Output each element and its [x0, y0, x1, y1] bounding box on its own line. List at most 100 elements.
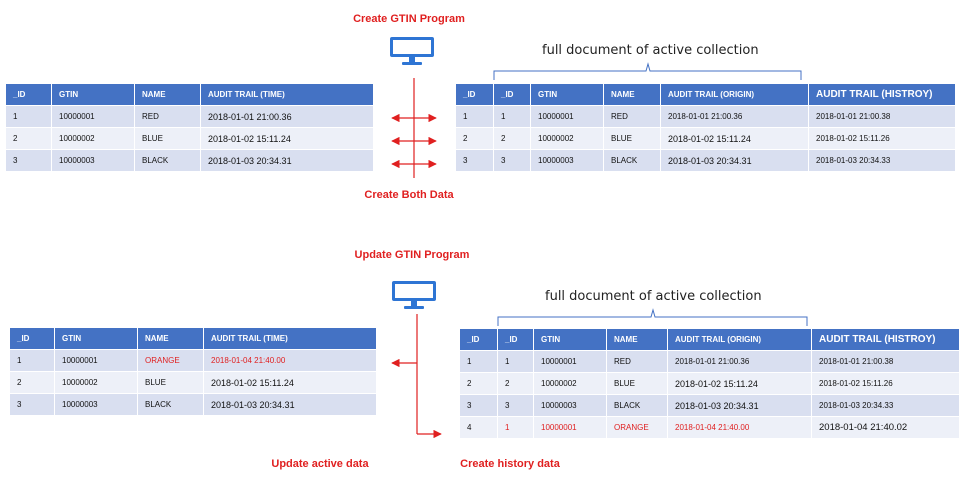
table-cell: 2 [5, 127, 52, 150]
table-cell: 2 [455, 127, 494, 150]
column-header: GTIN [54, 327, 138, 350]
column-header: _ID [459, 328, 498, 351]
table-cell: 2 [9, 371, 55, 394]
table-row: 2 2 10000002 BLUE 2018-01-02 15:11.24 20… [459, 372, 960, 395]
table-cell: 2018-01-03 20:34.31 [667, 394, 812, 417]
table-cell: 2018-01-01 21:00.38 [808, 105, 956, 128]
monitor-icon [392, 281, 436, 309]
table-cell: 2018-01-04 21:40.02 [811, 416, 960, 439]
column-header: NAME [603, 83, 661, 106]
column-header: GTIN [51, 83, 135, 106]
column-header: AUDIT TRAIL (TIME) [200, 83, 374, 106]
table-cell: 1 [459, 350, 498, 373]
table-cell: 2018-01-02 15:11.24 [200, 127, 374, 150]
table-cell: 2018-01-01 21:00.38 [811, 350, 960, 373]
table-header-row: _ID _ID GTIN NAME AUDIT TRAIL (ORIGIN) A… [455, 83, 956, 106]
column-header: AUDIT TRAIL (ORIGIN) [667, 328, 812, 351]
table-row: 3 3 10000003 BLACK 2018-01-03 20:34.31 2… [459, 394, 960, 417]
table-header-row: _ID _ID GTIN NAME AUDIT TRAIL (ORIGIN) A… [459, 328, 960, 351]
table-cell: 2018-01-02 15:11.24 [667, 372, 812, 395]
top-program-label: Create GTIN Program [353, 13, 465, 25]
table-cell: 2 [497, 372, 534, 395]
table-row: 1 10000001 RED 2018-01-01 21:00.36 [5, 105, 374, 128]
column-header: NAME [606, 328, 668, 351]
top-result-label: Create Both Data [364, 189, 454, 201]
column-header: NAME [137, 327, 204, 350]
table-row: 3 3 10000003 BLACK 2018-01-03 20:34.31 2… [455, 149, 956, 172]
table-cell: 2018-01-02 15:11.26 [808, 127, 956, 150]
column-header: _ID [9, 327, 55, 350]
table-cell: BLACK [603, 149, 661, 172]
bottom-brace-label: full document of active collection [545, 289, 762, 304]
table-cell: BLUE [606, 372, 668, 395]
table-row: 2 10000002 BLUE 2018-01-02 15:11.24 [5, 127, 374, 150]
table-cell: RED [606, 350, 668, 373]
table-cell: 10000002 [533, 372, 607, 395]
column-header: NAME [134, 83, 201, 106]
table-cell: 2018-01-03 20:34.31 [200, 149, 374, 172]
table-cell: BLACK [137, 393, 204, 416]
table-row: 1 1 10000001 RED 2018-01-01 21:00.36 201… [455, 105, 956, 128]
table-cell: 2018-01-03 20:34.31 [660, 149, 809, 172]
bottom-active-table: _ID GTIN NAME AUDIT TRAIL (TIME) 1 10000… [9, 327, 377, 416]
table-cell: 10000002 [54, 371, 138, 394]
table-row: 3 10000003 BLACK 2018-01-03 20:34.31 [5, 149, 374, 172]
table-cell: BLUE [134, 127, 201, 150]
table-cell: 10000003 [530, 149, 604, 172]
table-cell: 10000003 [51, 149, 135, 172]
table-cell: 2018-01-03 20:34.31 [203, 393, 377, 416]
table-cell: 2018-01-01 21:00.36 [200, 105, 374, 128]
table-row: 3 10000003 BLACK 2018-01-03 20:34.31 [9, 393, 377, 416]
table-cell: 3 [497, 394, 534, 417]
table-row: 4 1 10000001 ORANGE 2018-01-04 21:40.00 … [459, 416, 960, 439]
column-header: AUDIT TRAIL (HISTROY) [808, 83, 956, 106]
bottom-brace [497, 308, 808, 326]
table-cell: 10000001 [533, 416, 607, 439]
top-brace-label: full document of active collection [542, 43, 759, 58]
table-cell: 3 [459, 394, 498, 417]
table-cell: RED [134, 105, 201, 128]
table-row: 2 2 10000002 BLUE 2018-01-02 15:11.24 20… [455, 127, 956, 150]
table-cell: 2018-01-02 15:11.24 [660, 127, 809, 150]
table-cell: 2018-01-01 21:00.36 [667, 350, 812, 373]
table-cell: RED [603, 105, 661, 128]
table-cell: BLACK [134, 149, 201, 172]
table-cell: 10000002 [51, 127, 135, 150]
bottom-right-result-label: Create history data [460, 458, 560, 470]
bottom-left-result-label: Update active data [271, 458, 369, 470]
column-header: GTIN [533, 328, 607, 351]
top-active-table: _ID GTIN NAME AUDIT TRAIL (TIME) 1 10000… [5, 83, 374, 172]
table-header-row: _ID GTIN NAME AUDIT TRAIL (TIME) [9, 327, 377, 350]
column-header: AUDIT TRAIL (ORIGIN) [660, 83, 809, 106]
table-cell: 2 [459, 372, 498, 395]
table-row: 1 1 10000001 RED 2018-01-01 21:00.36 201… [459, 350, 960, 373]
table-row: 2 10000002 BLUE 2018-01-02 15:11.24 [9, 371, 377, 394]
table-cell: 10000001 [533, 350, 607, 373]
table-cell: 2018-01-02 15:11.26 [811, 372, 960, 395]
table-cell: 2018-01-03 20:34.33 [811, 394, 960, 417]
table-cell: 4 [459, 416, 498, 439]
table-cell: 2018-01-03 20:34.33 [808, 149, 956, 172]
table-cell: 1 [497, 416, 534, 439]
table-cell: 1 [5, 105, 52, 128]
table-cell: BLUE [603, 127, 661, 150]
table-cell: 1 [493, 105, 531, 128]
column-header: GTIN [530, 83, 604, 106]
bottom-history-table: _ID _ID GTIN NAME AUDIT TRAIL (ORIGIN) A… [459, 328, 960, 439]
table-cell: 3 [5, 149, 52, 172]
table-cell: ORANGE [606, 416, 668, 439]
table-cell: 1 [455, 105, 494, 128]
table-cell: 10000002 [530, 127, 604, 150]
table-cell: 10000001 [54, 349, 138, 372]
table-cell: 10000001 [51, 105, 135, 128]
table-cell: 2018-01-01 21:00.36 [660, 105, 809, 128]
monitor-icon [390, 37, 434, 65]
top-history-table: _ID _ID GTIN NAME AUDIT TRAIL (ORIGIN) A… [455, 83, 956, 172]
table-cell: BLUE [137, 371, 204, 394]
column-header: _ID [497, 328, 534, 351]
bottom-program-label: Update GTIN Program [354, 249, 470, 261]
table-cell: ORANGE [137, 349, 204, 372]
column-header: _ID [493, 83, 531, 106]
top-brace [493, 62, 802, 80]
